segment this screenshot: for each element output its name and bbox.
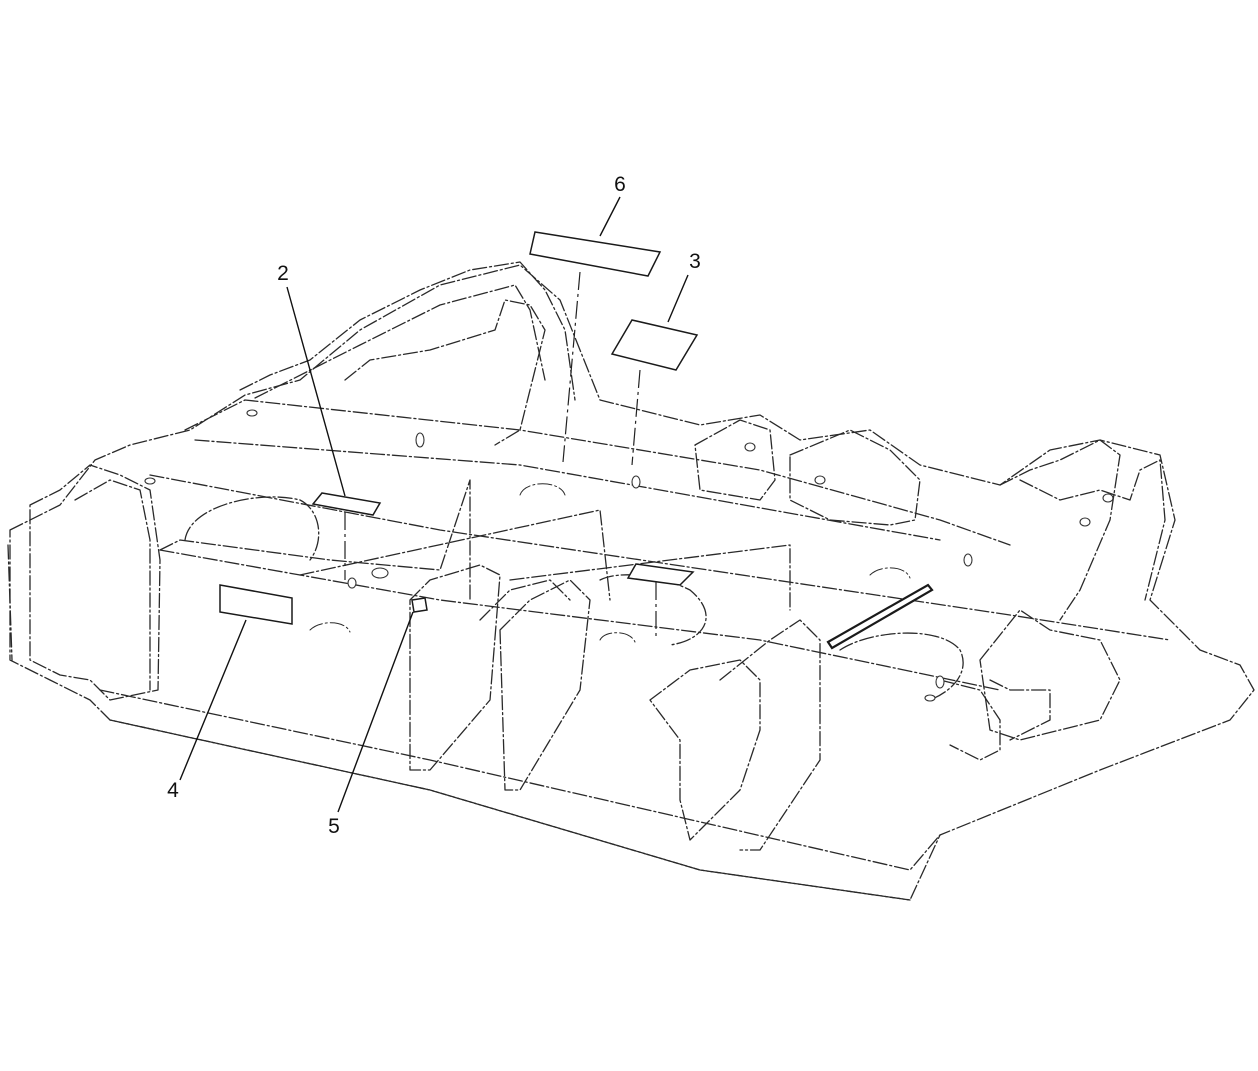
decal-center: [626, 563, 695, 586]
decal-3: [610, 319, 699, 371]
callout-3: 3: [689, 250, 701, 273]
callout-2: 2: [277, 262, 289, 285]
callout-6: 6: [614, 173, 626, 196]
decal-4: [219, 584, 293, 625]
placement-lines: [344, 271, 657, 640]
leader-lines: [179, 196, 689, 813]
callout-4: 4: [167, 779, 179, 802]
callout-5: 5: [328, 815, 340, 838]
deck-rod: [826, 583, 934, 650]
decal-5: [411, 597, 428, 613]
deck-frame: [7, 261, 1255, 901]
mounting-holes: [144, 409, 1114, 702]
decal-6: [529, 231, 662, 277]
decal-2: [311, 492, 382, 516]
